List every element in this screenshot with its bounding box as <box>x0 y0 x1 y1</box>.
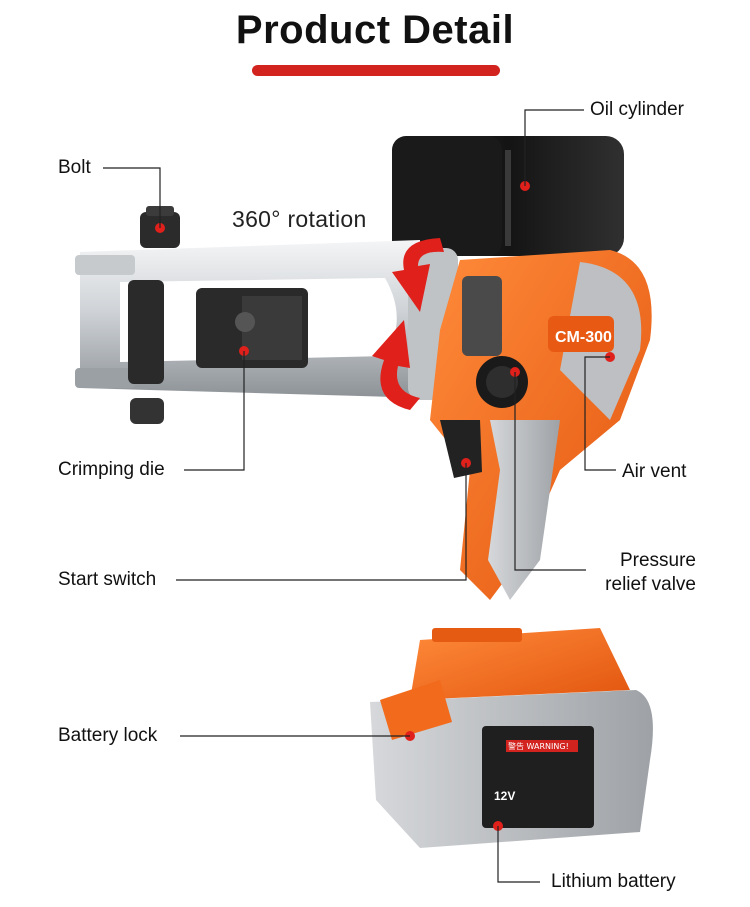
line-crimping-die <box>184 351 245 471</box>
label-air-vent: Air vent <box>622 461 687 482</box>
label-pressure-relief-2: relief valve <box>605 574 696 595</box>
label-start-switch: Start switch <box>58 569 157 590</box>
label-bolt: Bolt <box>58 157 91 178</box>
leader-lines <box>103 109 616 883</box>
label-lithium-battery: Lithium battery <box>551 871 676 892</box>
rotation-arrows <box>372 238 444 410</box>
line-oil-cylinder <box>524 109 584 186</box>
crimping-head <box>75 240 458 400</box>
line-lithium-battery <box>497 826 540 883</box>
battery-pack <box>370 680 653 848</box>
label-battery-lock: Battery lock <box>58 725 158 746</box>
title-underline <box>252 65 500 76</box>
rotation-label: 360° rotation <box>232 206 367 232</box>
line-air-vent <box>584 356 616 471</box>
model-label: CM-300 <box>555 329 612 346</box>
label-pressure-relief-1: Pressure <box>619 550 696 571</box>
page-title: Product Detail <box>235 8 515 52</box>
tool-body <box>430 250 652 600</box>
tool-base <box>410 628 630 700</box>
label-oil-cylinder: Oil cylinder <box>590 99 684 120</box>
line-start-switch <box>176 463 467 581</box>
battery-voltage-label: 12V <box>494 789 515 803</box>
line-pressure-relief <box>514 372 586 571</box>
oil-cylinder <box>392 136 624 256</box>
label-crimping-die: Crimping die <box>58 459 165 480</box>
line-bolt <box>103 167 161 228</box>
warning-label: 警告 WARNING! <box>508 741 569 751</box>
